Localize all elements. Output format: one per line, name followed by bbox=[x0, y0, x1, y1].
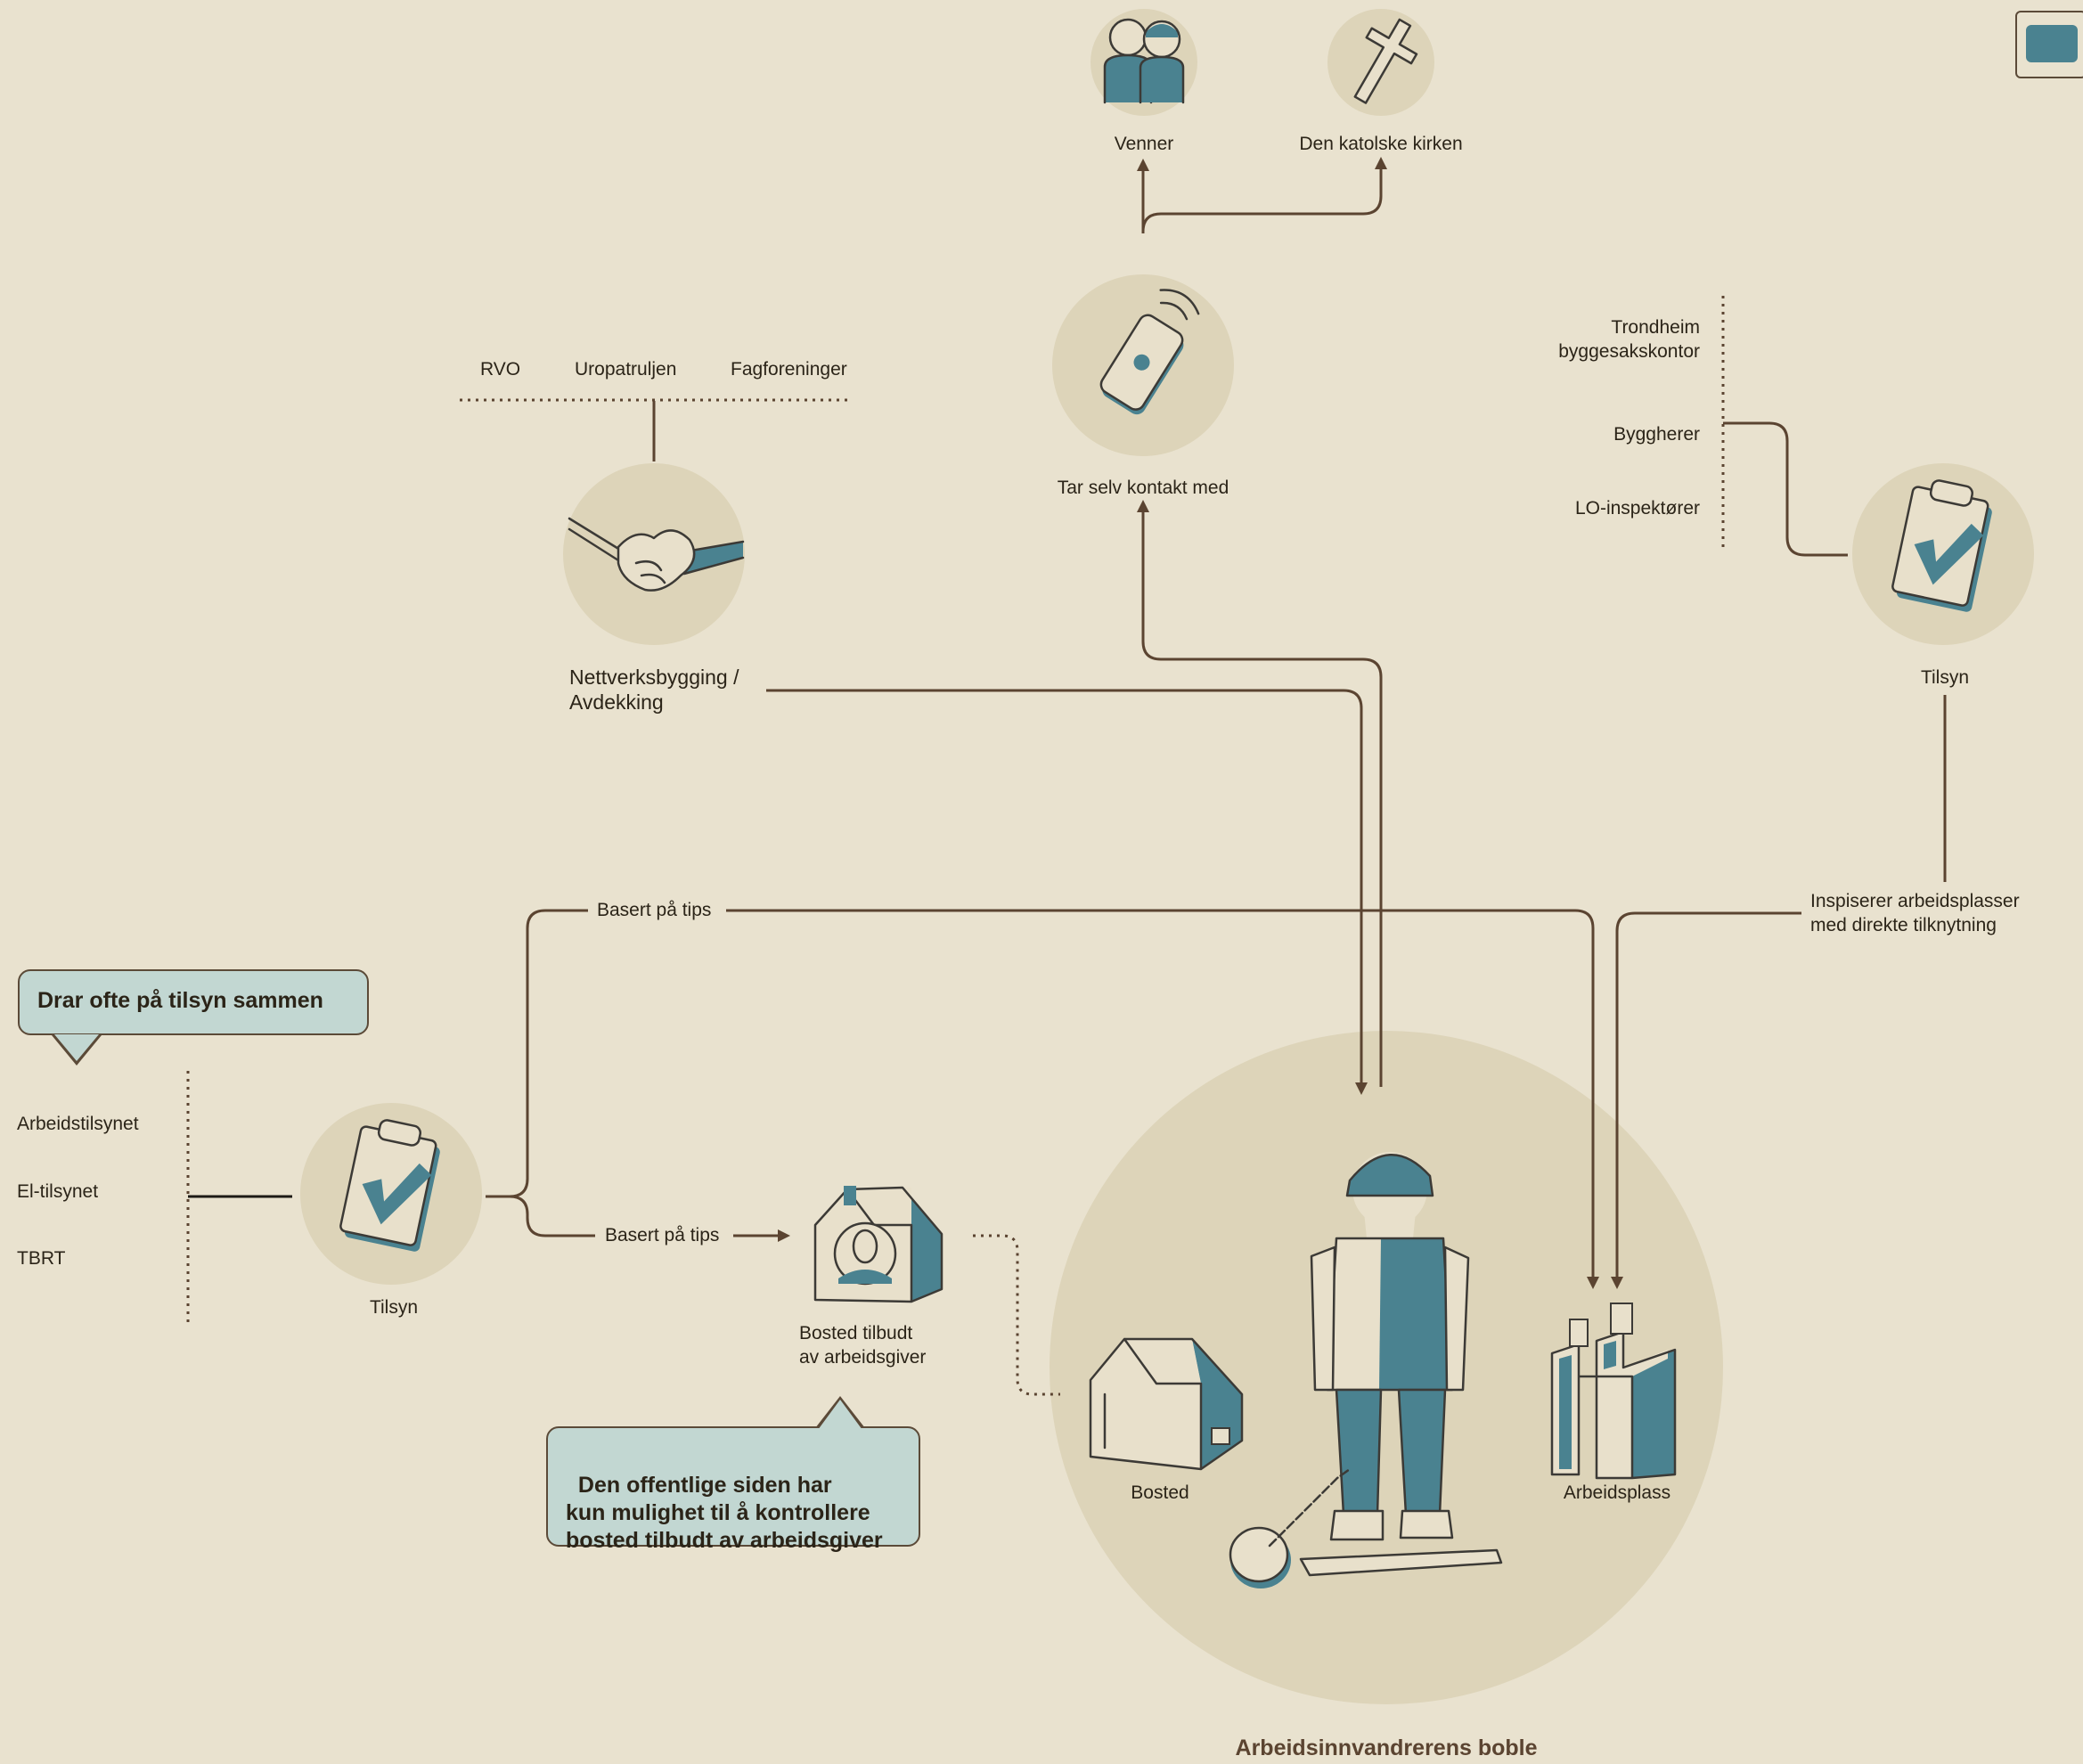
agency-arbeidstilsynet: Arbeidstilsynet bbox=[17, 1114, 139, 1134]
org-uropatruljen: Uropatruljen bbox=[575, 359, 677, 380]
callout-public-side-tail-fill bbox=[818, 1400, 862, 1430]
callout-public-side-text: Den offentlige siden har kun mulighet ti… bbox=[566, 1473, 883, 1553]
arrow-to-self-contact bbox=[1137, 500, 1383, 1087]
cross-icon bbox=[1353, 18, 1418, 104]
friends-icon bbox=[1103, 18, 1185, 104]
agency-lo: LO-inspektører bbox=[1574, 498, 1700, 519]
clipboard-check-icon-right bbox=[1891, 479, 1992, 612]
bubble-housing-label: Bosted bbox=[1131, 1482, 1189, 1503]
handshake-icon bbox=[568, 517, 745, 592]
callout-together-tail-fill bbox=[54, 1034, 99, 1061]
house-icon bbox=[1089, 1337, 1244, 1471]
agency-trondheim: Trondheim byggesakskontor bbox=[1558, 317, 1700, 362]
worker-icon bbox=[1299, 1152, 1503, 1577]
agency-byggherer: Byggherer bbox=[1613, 424, 1700, 445]
org-fagforeninger: Fagforeninger bbox=[731, 359, 847, 380]
workplace-machine-icon bbox=[1550, 1303, 1677, 1480]
arrow-network-to-bubble bbox=[766, 689, 1368, 1095]
church-label: Den katolske kirken bbox=[1299, 134, 1463, 154]
left-tilsyn-label: Tilsyn bbox=[369, 1297, 419, 1318]
callout-public-side: Den offentlige siden har kun mulighet ti… bbox=[546, 1396, 920, 1553]
friends-label: Venner bbox=[1114, 134, 1174, 154]
arrow-inspects-to-workplace bbox=[1611, 911, 1801, 1289]
bubble-workplace-label: Arbeidsplass bbox=[1563, 1482, 1671, 1503]
self-contact-label: Tar selv kontakt med bbox=[1057, 478, 1229, 498]
clipboard-check-icon-left bbox=[339, 1119, 440, 1252]
right-tilsyn-label: Tilsyn bbox=[1920, 667, 1970, 688]
left-tilsyn-fork bbox=[486, 909, 588, 1198]
ball-and-chain-icon bbox=[1229, 1467, 1352, 1588]
housing-dashed-link bbox=[973, 1234, 1060, 1396]
inspects-label: Inspiserer arbeidsplasser med direkte ti… bbox=[1810, 891, 2020, 935]
corner-toggle-button[interactable] bbox=[2015, 11, 2083, 78]
agency-el-tilsynet: El-tilsynet bbox=[17, 1181, 99, 1202]
callout-together-text: Drar ofte på tilsyn sammen bbox=[37, 988, 323, 1013]
arrow-tips-to-workplace bbox=[726, 909, 1599, 1289]
arrow-to-church bbox=[1141, 157, 1387, 233]
employer-house-icon bbox=[813, 1186, 943, 1303]
org-rvo: RVO bbox=[480, 359, 521, 380]
callout-together: Drar ofte på tilsyn sammen bbox=[18, 969, 369, 1066]
left-tilsyn-fork-lower bbox=[509, 1195, 595, 1237]
tips-lower-label: Basert på tips bbox=[605, 1225, 720, 1245]
agency-tbrt: TBRT bbox=[17, 1248, 66, 1269]
tips-upper-label: Basert på tips bbox=[597, 900, 712, 920]
right-agencies-link bbox=[1723, 421, 1848, 557]
corner-toggle-fill bbox=[2026, 25, 2078, 62]
network-label: Nettverksbygging / Avdekking bbox=[569, 666, 739, 714]
employer-housing-label: Bosted tilbudt av arbeidsgiver bbox=[799, 1323, 927, 1368]
phone-icon bbox=[1099, 289, 1200, 415]
diagram-title: Arbeidsinnvandrerens boble bbox=[1235, 1735, 1538, 1760]
